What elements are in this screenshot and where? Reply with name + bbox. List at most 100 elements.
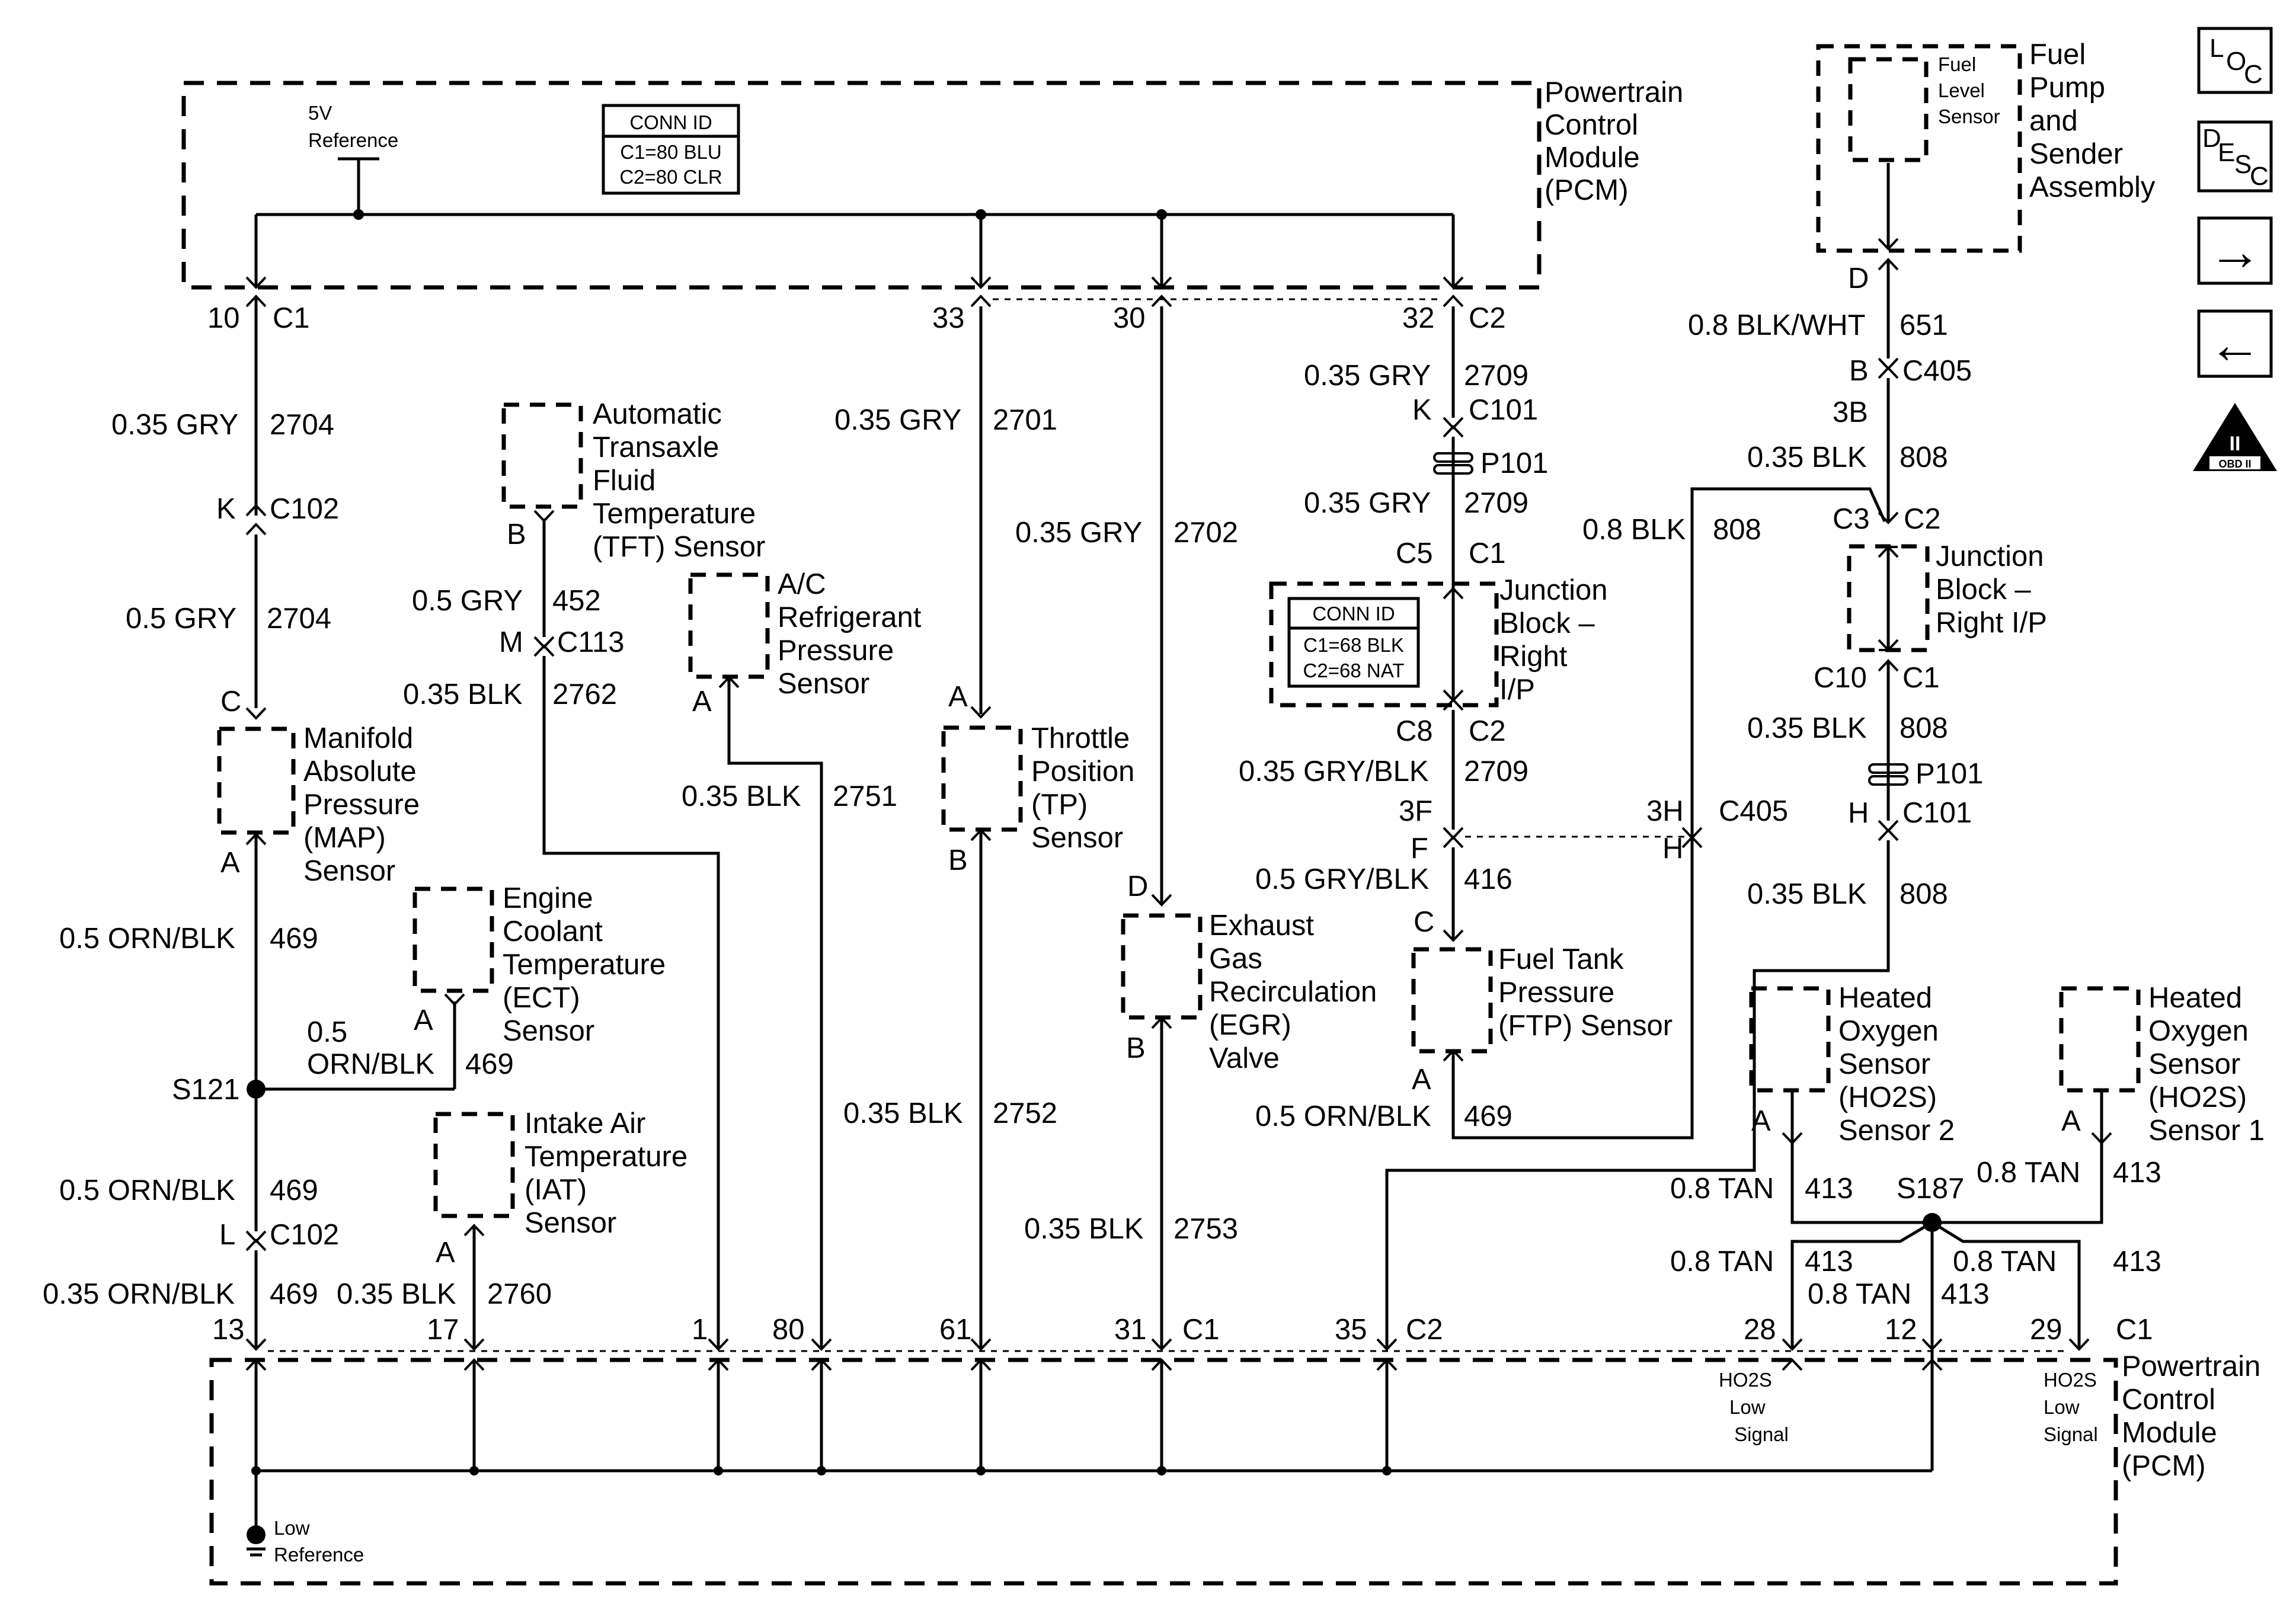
iat-sensor-box xyxy=(433,1112,515,1218)
svg-text:Low: Low xyxy=(2044,1396,2080,1418)
svg-text:469: 469 xyxy=(1464,1100,1512,1132)
svg-text:C: C xyxy=(2250,162,2269,191)
svg-text:OBD II: OBD II xyxy=(2218,458,2251,470)
svg-text:469: 469 xyxy=(270,1278,318,1310)
tp-sensor-box xyxy=(941,725,1023,832)
svg-text:2760: 2760 xyxy=(487,1278,552,1310)
svg-text:2751: 2751 xyxy=(833,780,897,812)
svg-text:(FTP) Sensor: (FTP) Sensor xyxy=(1498,1010,1673,1042)
svg-text:S: S xyxy=(2234,150,2252,179)
svg-text:(HO2S): (HO2S) xyxy=(2148,1081,2247,1113)
svg-text:Transaxle: Transaxle xyxy=(593,431,719,463)
svg-text:2702: 2702 xyxy=(1173,517,1238,549)
svg-text:I/P: I/P xyxy=(1499,674,1535,706)
svg-text:C101: C101 xyxy=(1469,394,1538,426)
svg-text:Oxygen: Oxygen xyxy=(1838,1015,1939,1047)
svg-text:P101: P101 xyxy=(1916,758,1983,790)
svg-text:Low: Low xyxy=(274,1517,310,1539)
svg-text:Gas: Gas xyxy=(1209,943,1262,975)
pcm-top-module: Powertrain Control Module (PCM) xyxy=(181,76,1683,290)
svg-text:0.5 ORN/BLK: 0.5 ORN/BLK xyxy=(1255,1100,1431,1132)
tft-sensor-label: Automatic xyxy=(593,398,722,430)
svg-text:13: 13 xyxy=(212,1314,245,1346)
svg-text:C113: C113 xyxy=(557,626,625,658)
obd-ii-icon xyxy=(2193,403,2277,471)
svg-text:Module: Module xyxy=(2122,1417,2217,1449)
svg-text:0.35 ORN/BLK: 0.35 ORN/BLK xyxy=(43,1278,235,1310)
ftp-sensor-box xyxy=(1411,947,1493,1054)
ftp-sensor-label: Fuel Tank xyxy=(1498,943,1624,975)
svg-text:C1: C1 xyxy=(2116,1314,2153,1346)
svg-text:C2: C2 xyxy=(1904,503,1941,535)
svg-text:M: M xyxy=(499,626,523,658)
svg-text:S121: S121 xyxy=(172,1074,239,1106)
svg-text:A: A xyxy=(948,681,968,713)
svg-text:30: 30 xyxy=(1113,302,1146,334)
svg-text:Position: Position xyxy=(1031,756,1134,788)
ac-circuit: A/C Refrigerant Pressure Sensor A 0.35 B… xyxy=(682,568,922,1348)
svg-text:Pressure: Pressure xyxy=(1498,977,1614,1009)
svg-text:Sender: Sender xyxy=(2029,138,2123,170)
svg-text:10: 10 xyxy=(207,302,240,334)
svg-text:Signal: Signal xyxy=(1734,1423,1789,1445)
svg-text:(PCM): (PCM) xyxy=(1544,174,1629,206)
svg-text:C10: C10 xyxy=(1814,662,1867,694)
svg-text:3F: 3F xyxy=(1399,795,1432,827)
loc-button[interactable]: L O C xyxy=(2197,27,2273,94)
svg-text:(EGR): (EGR) xyxy=(1209,1009,1291,1041)
svg-text:D: D xyxy=(2202,124,2221,153)
svg-text:C2: C2 xyxy=(1469,715,1506,747)
desc-button[interactable]: D E S C xyxy=(2197,120,2273,193)
map-circuit: 0.35 GRY 2704 K C102 0.5 GRY 2704 C Mani… xyxy=(43,296,455,1348)
obd-ii-button[interactable]: II OBD II xyxy=(2193,403,2277,471)
svg-text:3B: 3B xyxy=(1833,396,1868,428)
svg-text:Sensor 2: Sensor 2 xyxy=(1838,1115,1955,1147)
svg-text:2762: 2762 xyxy=(552,678,617,710)
svg-text:33: 33 xyxy=(932,302,965,334)
svg-text:Temperature: Temperature xyxy=(593,498,756,530)
svg-text:Reference: Reference xyxy=(274,1544,364,1566)
svg-text:B: B xyxy=(948,844,968,876)
svg-text:0.8 BLK/WHT: 0.8 BLK/WHT xyxy=(1688,309,1866,341)
svg-text:(TFT) Sensor: (TFT) Sensor xyxy=(593,531,765,563)
svg-text:Pressure: Pressure xyxy=(778,635,894,667)
pcm-bottom-module: Low Reference HO2S Low Signal HO2S Low S… xyxy=(209,1338,2260,1586)
tft-sensor-box xyxy=(501,402,583,509)
ac-sensor-box xyxy=(688,572,770,679)
back-button[interactable]: ← xyxy=(2197,309,2273,378)
svg-text:(MAP): (MAP) xyxy=(303,822,386,854)
junction-block-mid-label: Junction xyxy=(1499,574,1608,606)
svg-text:O: O xyxy=(2226,47,2246,76)
svg-text:61: 61 xyxy=(939,1314,972,1346)
ect-circuit: Engine Coolant Temperature (ECT) Sensor … xyxy=(307,882,666,1089)
svg-text:H: H xyxy=(1848,797,1869,829)
svg-text:A: A xyxy=(220,847,240,879)
fuel-pump-label: Fuel xyxy=(2029,39,2086,71)
forward-button[interactable]: → xyxy=(2197,216,2273,285)
svg-text:2709: 2709 xyxy=(1464,487,1528,519)
svg-text:Temperature: Temperature xyxy=(503,949,666,981)
svg-text:2701: 2701 xyxy=(993,404,1057,436)
svg-text:A: A xyxy=(2061,1105,2081,1137)
svg-text:C1=80 BLU: C1=80 BLU xyxy=(620,141,722,163)
ho2s1-sensor-box xyxy=(2059,986,2141,1093)
svg-text:0.35 GRY: 0.35 GRY xyxy=(1015,517,1142,549)
svg-text:H: H xyxy=(1662,833,1683,865)
svg-text:0.5: 0.5 xyxy=(307,1016,347,1048)
forward-arrow-icon: → xyxy=(2208,222,2262,281)
svg-text:0.5 GRY/BLK: 0.5 GRY/BLK xyxy=(1255,863,1430,895)
svg-text:Control: Control xyxy=(2122,1384,2215,1416)
svg-text:Sensor: Sensor xyxy=(1031,822,1123,854)
svg-text:12: 12 xyxy=(1885,1314,1917,1346)
svg-text:(HO2S): (HO2S) xyxy=(1838,1081,1937,1113)
svg-text:C8: C8 xyxy=(1396,715,1433,747)
svg-text:651: 651 xyxy=(1900,309,1948,341)
svg-text:Absolute: Absolute xyxy=(303,756,417,788)
svg-text:Assembly: Assembly xyxy=(2029,171,2156,203)
svg-text:C2=80 CLR: C2=80 CLR xyxy=(619,166,722,188)
svg-text:C1: C1 xyxy=(273,302,310,334)
svg-text:C2=68 NAT: C2=68 NAT xyxy=(1303,660,1405,681)
svg-text:P101: P101 xyxy=(1480,447,1548,479)
svg-text:413: 413 xyxy=(2113,1157,2161,1189)
